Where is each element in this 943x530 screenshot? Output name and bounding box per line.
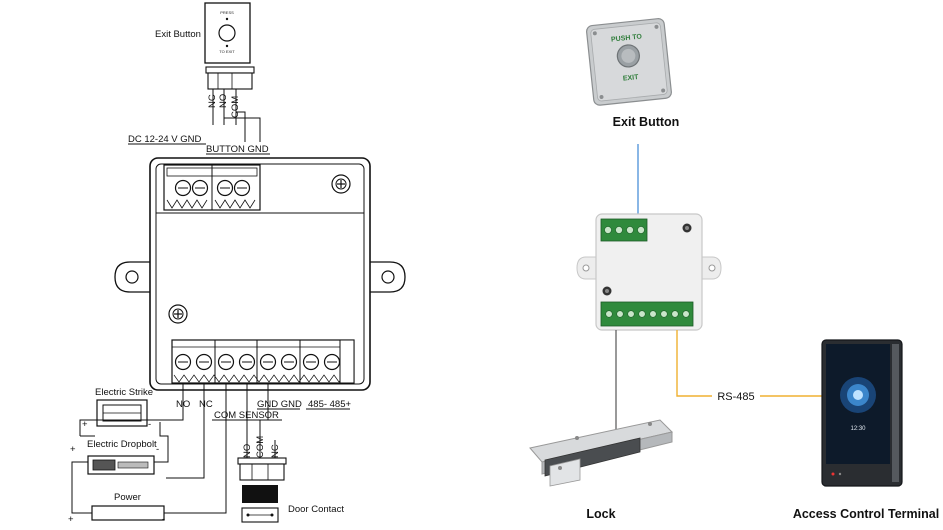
door-pin-nc: NC <box>270 444 281 458</box>
door-pin-com: COM <box>255 436 266 458</box>
power-plus: + <box>68 514 74 525</box>
terminal-gnd-label: GND GND <box>257 399 302 410</box>
exit-pin-no: NO <box>218 94 229 108</box>
dropbolt-minus: - <box>156 444 159 455</box>
push-to-text: PUSH TO <box>611 33 643 43</box>
overview-diagram: PUSH TO EXIT Exit Button <box>529 18 939 521</box>
door-contact <box>237 457 287 523</box>
electric-strike <box>96 399 148 427</box>
exit-button-device: PUSH TO EXIT <box>586 18 672 106</box>
dc-power-label: DC 12-24 V GND <box>128 134 202 145</box>
exit-button-small: PRESS TO EXIT <box>204 2 251 64</box>
exit-text: EXIT <box>623 74 640 83</box>
controller-device <box>576 213 722 331</box>
exit-pin-nc: NC <box>207 94 218 108</box>
electric-dropbolt <box>87 455 155 475</box>
exit-button-press-text: PRESS <box>220 10 234 15</box>
dropbolt-plus: + <box>70 444 76 455</box>
exit-pin-com: COM <box>230 96 241 118</box>
wiring-diagram: PRESS TO EXIT Exit Button NC NO COM DC 1… <box>68 2 406 525</box>
electric-dropbolt-label: Electric Dropbolt <box>87 439 157 450</box>
controller-box <box>114 157 406 391</box>
rs485-label: RS-485 <box>717 391 754 403</box>
button-gnd-label: BUTTON GND <box>206 144 269 155</box>
access-control-terminal: 12:30 <box>821 339 903 487</box>
exit-button-title: Exit Button <box>613 115 680 129</box>
strike-minus: - <box>148 419 151 430</box>
power-minus: - <box>162 514 165 525</box>
exit-button-to-exit-text: TO EXIT <box>219 49 235 54</box>
terminal-title: Access Control Terminal <box>793 507 939 521</box>
door-contact-label: Door Contact <box>288 504 344 515</box>
strike-plus: + <box>82 419 88 430</box>
exit-button-label: Exit Button <box>155 29 201 40</box>
terminal-rs485-label: 485- 485+ <box>308 399 352 410</box>
terminal-nc-label: NC <box>199 399 213 410</box>
door-pin-no: NO <box>242 444 253 458</box>
electric-strike-label: Electric Strike <box>95 387 153 398</box>
lock-title: Lock <box>586 507 615 521</box>
lock-device <box>529 419 673 487</box>
power-supply <box>91 505 165 521</box>
power-label: Power <box>114 492 141 503</box>
terminal-time: 12:30 <box>850 426 866 432</box>
